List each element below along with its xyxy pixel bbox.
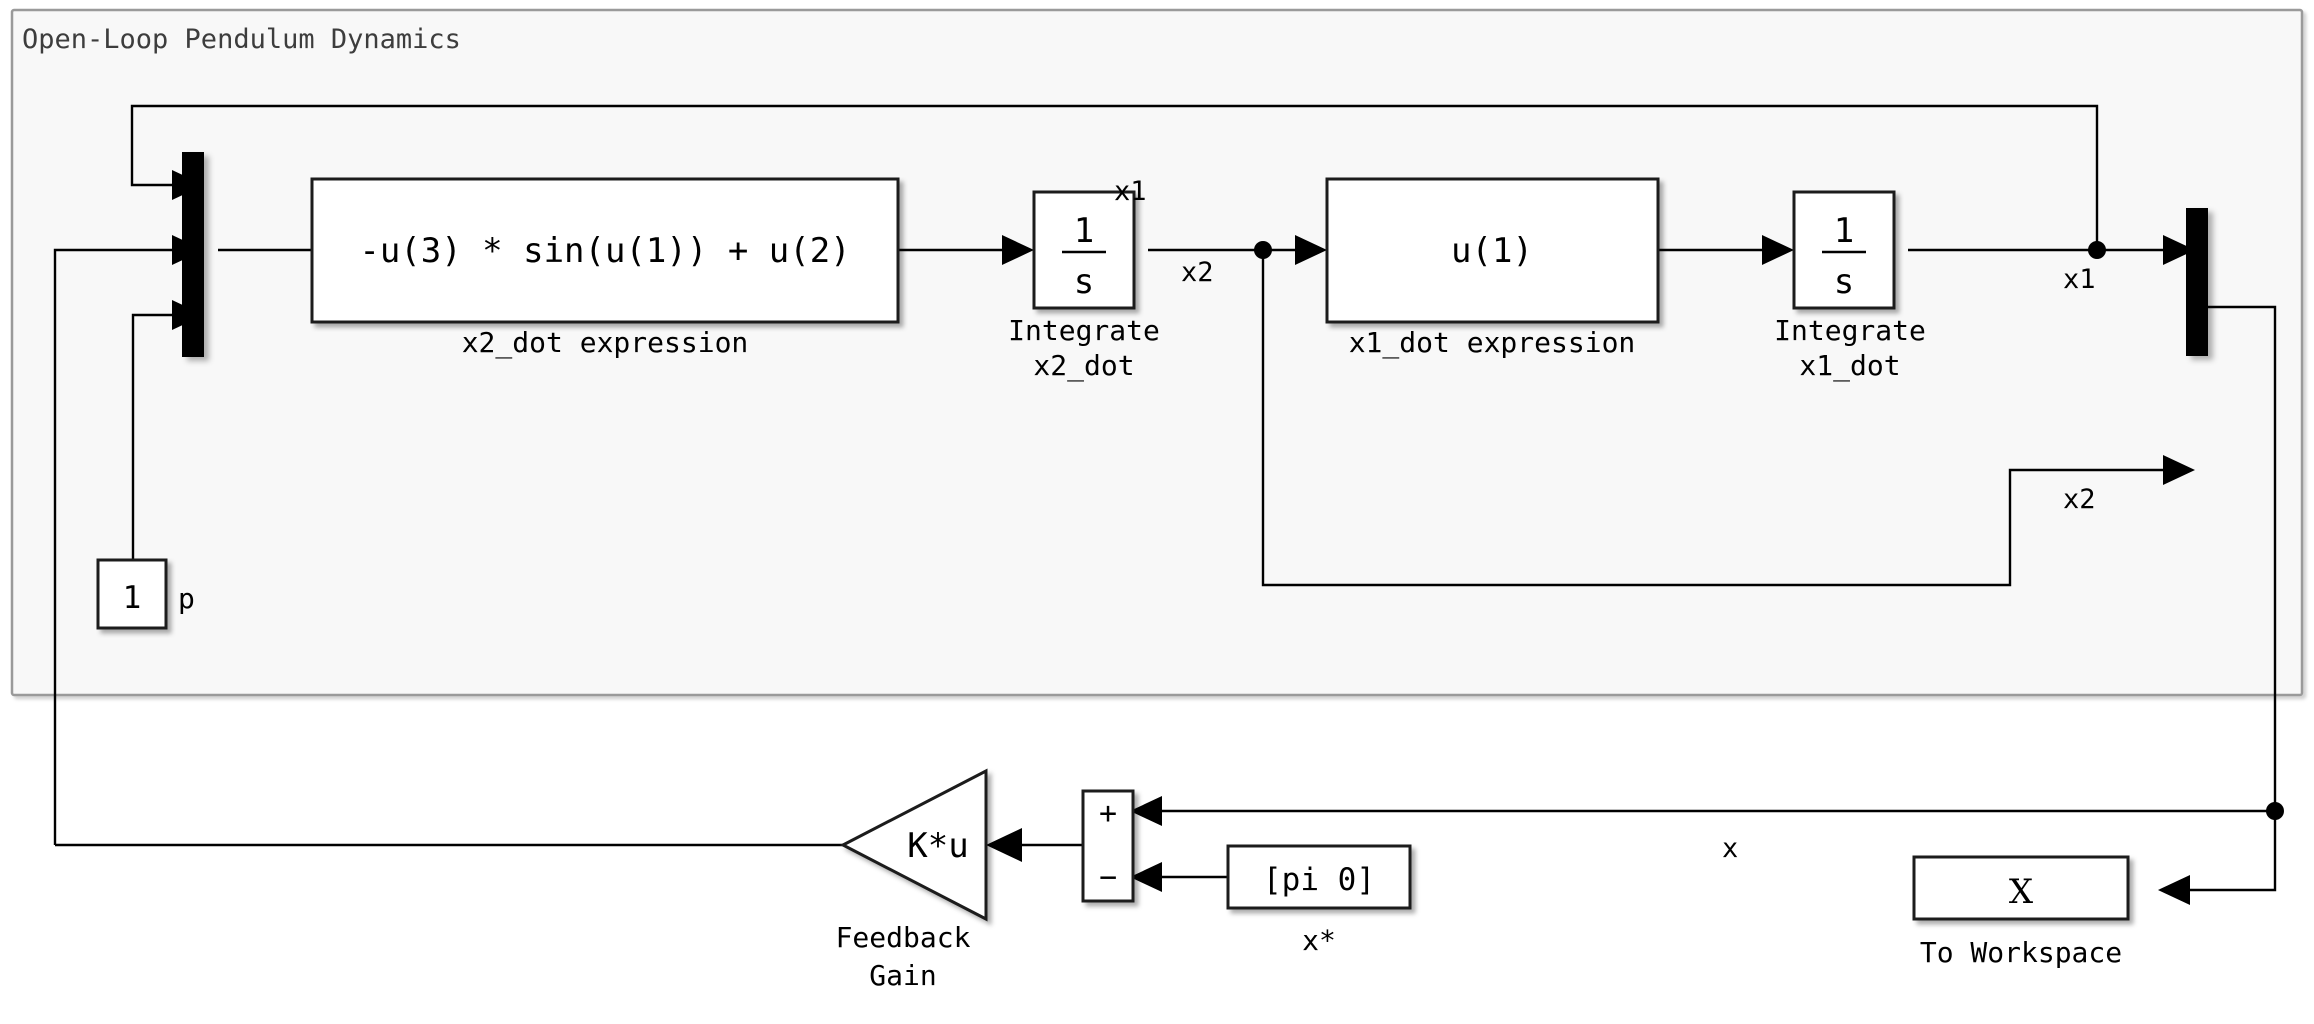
junction-x1 xyxy=(2088,241,2106,259)
x1-dot-expression-label: x1_dot expression xyxy=(1349,326,1636,360)
sum-block[interactable]: + − xyxy=(1081,789,1135,903)
subsystem-title: Open-Loop Pendulum Dynamics xyxy=(22,24,461,55)
reference-label: x* xyxy=(1302,924,1336,957)
feedback-gain-text: K*u xyxy=(907,826,968,866)
feedback-gain-block[interactable]: K*u xyxy=(839,768,988,922)
arrowhead-integrator2-in xyxy=(1002,235,1034,265)
arrowhead-workspace-in xyxy=(2158,875,2190,905)
reference-block[interactable]: [pi 0] xyxy=(1226,844,1412,910)
integrator-x2-numerator: 1 xyxy=(1074,211,1094,251)
wire-sum-to-gain[interactable] xyxy=(986,828,1083,862)
arrowhead-sum-plus-in xyxy=(1130,796,1162,826)
mux-block-right[interactable] xyxy=(2186,208,2208,356)
constant-block-p[interactable]: 1 xyxy=(96,558,168,630)
x1-dot-expression-text: u(1) xyxy=(1451,231,1533,271)
to-workspace-label: To Workspace xyxy=(1920,936,2122,969)
integrator-x2-denominator: s xyxy=(1074,262,1094,302)
signal-label-x1-top: x1 xyxy=(1114,176,1147,207)
arrowhead-gain-in xyxy=(986,828,1022,862)
arrowhead-mux2-in1 xyxy=(2163,235,2195,265)
wire-x2dot-to-integrator2[interactable] xyxy=(898,235,1034,265)
feedback-gain-label-line2: Gain xyxy=(869,959,936,992)
x1-dot-expression-block[interactable]: u(1) xyxy=(1325,177,1660,324)
integrator-x1-numerator: 1 xyxy=(1834,211,1854,251)
x2-dot-expression-label: x2_dot expression xyxy=(462,326,749,360)
wire-x1-to-mux2[interactable] xyxy=(1908,235,2195,265)
wire-x1dot-to-integrator1[interactable] xyxy=(1658,235,1794,265)
signal-label-x2-mid: x2 xyxy=(1181,257,1214,288)
subsystem-frame[interactable] xyxy=(10,8,2304,697)
integrator-x2-dot-block[interactable]: 1 s xyxy=(1032,190,1136,310)
integrator-x1-dot-block[interactable]: 1 s xyxy=(1792,190,1896,310)
signal-label-x-feedback: x xyxy=(1722,833,1738,864)
mux-block-left[interactable] xyxy=(182,152,204,357)
feedback-gain-label-line1: Feedback xyxy=(836,921,971,954)
x2-dot-expression-block[interactable]: -u(3) * sin(u(1)) + u(2) xyxy=(310,177,900,324)
integrator-x2-label-line1: Integrate xyxy=(1008,314,1160,347)
x2-dot-expression-text: -u(3) * sin(u(1)) + u(2) xyxy=(359,231,850,271)
integrator-x1-label-line2: x1_dot xyxy=(1799,349,1900,383)
sum-plus-sign: + xyxy=(1099,796,1117,831)
signal-label-x1-right: x1 xyxy=(2063,264,2096,295)
reference-value: [pi 0] xyxy=(1263,862,1375,898)
integrator-x1-label-line1: Integrate xyxy=(1774,314,1926,347)
wire-ref-to-sum[interactable] xyxy=(1130,862,1228,892)
signal-label-x2-right: x2 xyxy=(2063,484,2096,515)
arrowhead-integrator1-in xyxy=(1762,235,1794,265)
wire-x2-to-mux2[interactable] xyxy=(1261,250,2195,587)
constant-label-p: p xyxy=(178,582,195,615)
wire-x2-signal[interactable] xyxy=(1148,235,1327,265)
wire-x-to-workspace[interactable] xyxy=(2158,811,2277,905)
to-workspace-variable: X xyxy=(2009,872,2034,912)
arrowhead-mux2-in2 xyxy=(2163,455,2195,485)
arrowhead-sum-minus-in xyxy=(1130,862,1162,892)
constant-value: 1 xyxy=(123,580,142,616)
sum-minus-sign: − xyxy=(1099,860,1117,895)
arrowhead-x1dot-in xyxy=(1295,235,1327,265)
integrator-x1-denominator: s xyxy=(1834,262,1854,302)
to-workspace-block[interactable]: X xyxy=(1912,855,2130,921)
integrator-x2-label-line2: x2_dot xyxy=(1033,349,1134,383)
